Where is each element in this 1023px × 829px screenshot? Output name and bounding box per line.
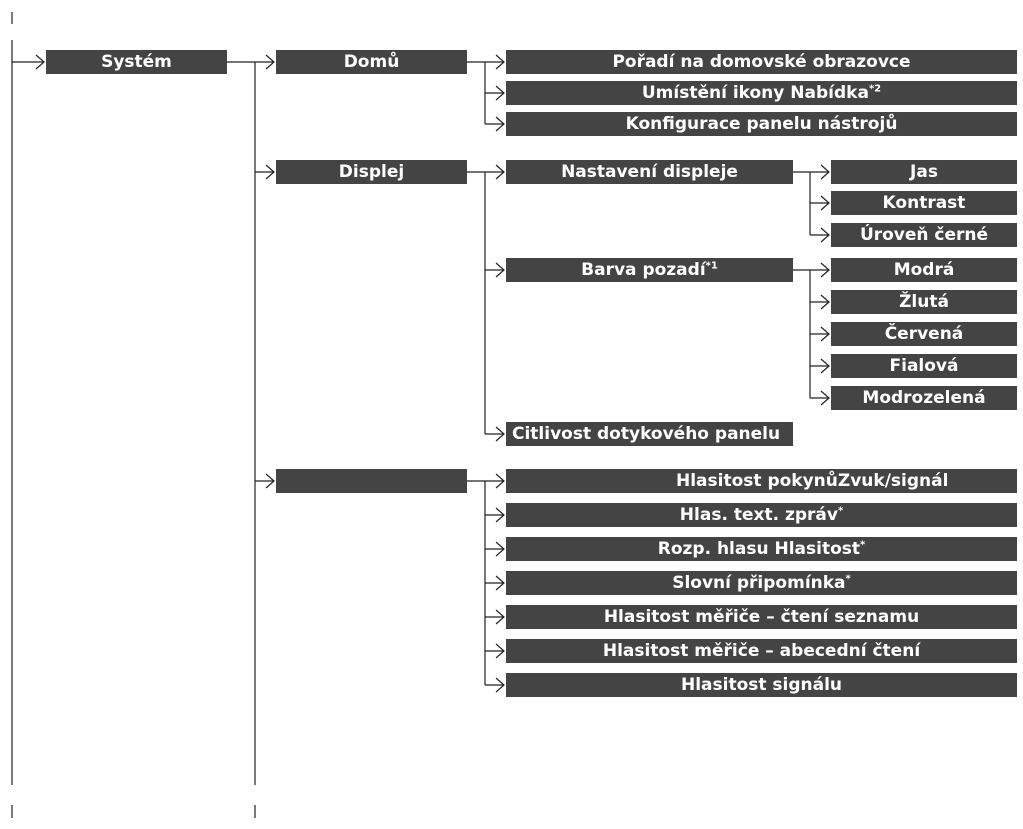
node-black-level: Úroveň černé — [831, 223, 1017, 247]
node-brightness: Jas — [831, 160, 1017, 184]
node-sound-item-label: Hlas. text. zpráv — [679, 505, 838, 525]
node-color-option: Modrozelená — [831, 386, 1017, 410]
node-color-option: Fialová — [831, 354, 1017, 378]
node-color-option: Žlutá — [831, 290, 1017, 314]
node-contrast-label: Kontrast — [882, 193, 966, 213]
node-touch-sensitivity-label: Citlivost dotykového panelu — [512, 424, 781, 444]
footnote-mark: * — [837, 505, 844, 517]
node-sound — [276, 469, 467, 493]
node-sound-item-label: Hlasitost pokynůZvuk/signál — [676, 471, 949, 491]
node-sound-item: Slovní připomínka* — [506, 571, 1017, 595]
node-system: Systém — [46, 50, 227, 74]
node-color-option-label: Modrozelená — [862, 388, 986, 408]
node-sound-item: Hlasitost pokynůZvuk/signál — [506, 469, 1017, 493]
node-brightness-label: Jas — [910, 162, 938, 182]
node-touch-sensitivity: Citlivost dotykového panelu — [506, 422, 793, 446]
node-color-option-label: Fialová — [889, 356, 959, 376]
node-black-level-label: Úroveň černé — [859, 225, 989, 245]
node-color-option-label: Žlutá — [899, 292, 949, 312]
node-sound-item-label: Hlasitost měřiče – čtení seznamu — [603, 607, 920, 627]
node-sound-item-label: Hlasitost měřiče – abecední čtení — [602, 641, 921, 661]
footnote-mark: *1 — [705, 260, 718, 272]
node-sound-item-label: Rozp. hlasu Hlasitost — [657, 539, 861, 559]
node-sound-item: Hlasitost měřiče – abecední čtení — [506, 639, 1017, 663]
node-color-option-label: Modrá — [893, 260, 955, 280]
node-home-item-label: Konfigurace panelu nástrojů — [625, 114, 898, 134]
node-display-label: Displej — [338, 162, 405, 182]
node-color-option: Modrá — [831, 258, 1017, 282]
node-home-label: Domů — [343, 52, 400, 72]
node-home-item: Pořadí na domovské obrazovce — [506, 50, 1017, 74]
node-sound-item-label: Hlasitost signálu — [680, 675, 843, 695]
node-home: Domů — [276, 50, 467, 74]
node-display: Displej — [276, 160, 467, 184]
node-home-item: Umístění ikony Nabídka*2 — [506, 81, 1017, 105]
node-sound-item: Hlas. text. zpráv* — [506, 503, 1017, 527]
node-system-label: Systém — [101, 52, 172, 72]
node-home-item-label: Pořadí na domovské obrazovce — [612, 52, 911, 72]
node-sound-item: Hlasitost měřiče – čtení seznamu — [506, 605, 1017, 629]
node-display-settings-label: Nastavení displeje — [561, 162, 738, 182]
node-color-option-label: Červená — [884, 324, 964, 344]
footnote-mark: * — [860, 539, 866, 551]
footnote-mark: * — [845, 573, 851, 585]
node-home-item-label: Umístění ikony Nabídka — [641, 83, 869, 103]
node-background-color: Barva pozadí*1 — [506, 258, 793, 282]
node-background-color-label: Barva pozadí — [581, 260, 706, 280]
node-display-settings: Nastavení displeje — [506, 160, 793, 184]
node-home-item: Konfigurace panelu nástrojů — [506, 112, 1017, 136]
footnote-mark: *2 — [868, 83, 882, 95]
node-sound-item: Hlasitost signálu — [506, 673, 1017, 697]
node-contrast: Kontrast — [831, 191, 1017, 215]
node-color-option: Červená — [831, 322, 1017, 346]
node-sound-item: Rozp. hlasu Hlasitost* — [506, 537, 1017, 561]
node-sound-item-label: Slovní připomínka — [672, 573, 846, 593]
